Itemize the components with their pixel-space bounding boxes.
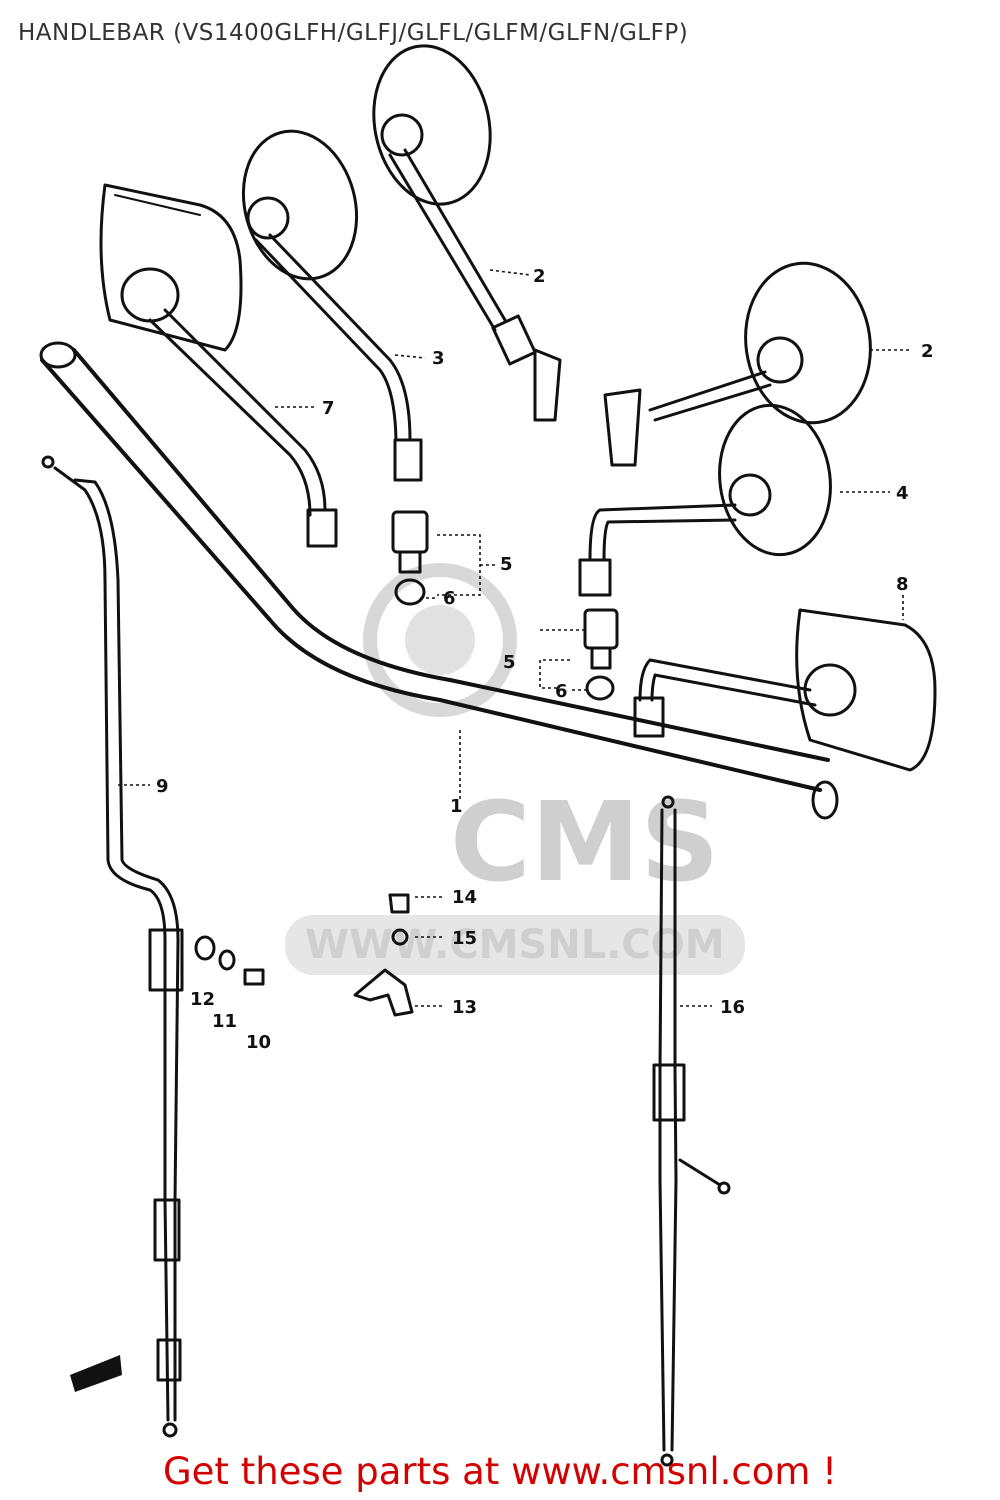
callout-6-upper: 6: [443, 588, 456, 609]
page-title: HANDLEBAR (VS1400GLFH/GLFJ/GLFL/GLFM/GLF…: [18, 20, 689, 46]
clutch-cable: [41, 455, 184, 1438]
callout-8: 8: [896, 574, 909, 595]
leader-lines: [118, 269, 912, 1007]
handlebar: [39, 341, 839, 820]
callout-2-top: 2: [533, 266, 546, 287]
callout-5-upper: 5: [500, 554, 513, 575]
get-parts-link[interactable]: Get these parts at www.cmsnl.com !: [162, 1450, 837, 1493]
callouts: 1 2 2 3 4 5 5 6 6 7 8 9 10 11 12 13 14 1…: [156, 266, 934, 1053]
callout-12: 12: [190, 989, 215, 1010]
mirror-rectangular-left: [99, 183, 338, 548]
callout-9: 9: [156, 776, 169, 797]
front-arrow-icon: [70, 1355, 122, 1392]
adapter-and-nut-lower: [583, 608, 619, 701]
callout-14: 14: [452, 887, 477, 908]
callout-11: 11: [212, 1011, 237, 1032]
callout-5-lower: 5: [503, 652, 516, 673]
throttle-cable: [652, 795, 731, 1467]
callout-3: 3: [432, 348, 445, 369]
mirror-round-4: [578, 403, 832, 597]
callout-7: 7: [322, 398, 335, 419]
watermark-logo: CMS: [450, 778, 719, 906]
small-parts-10-11-12: [194, 935, 265, 986]
mirror-round-3: [241, 129, 423, 482]
callout-1: 1: [450, 796, 463, 817]
mirror-round-2-top: [372, 44, 562, 422]
callout-2-right: 2: [921, 341, 934, 362]
clamp-and-fasteners: [353, 893, 414, 1017]
callout-6-lower: 6: [555, 681, 568, 702]
adapter-and-nut-upper: [391, 510, 429, 606]
mirror-round-2-right: [603, 261, 872, 467]
callout-15: 15: [452, 928, 477, 949]
mirror-rectangular-right: [633, 608, 937, 772]
callout-4: 4: [896, 483, 909, 504]
callout-13: 13: [452, 997, 477, 1018]
callout-16: 16: [720, 997, 745, 1018]
watermark-site: WWW.CMSNL.COM: [305, 922, 725, 968]
callout-10: 10: [246, 1032, 271, 1053]
